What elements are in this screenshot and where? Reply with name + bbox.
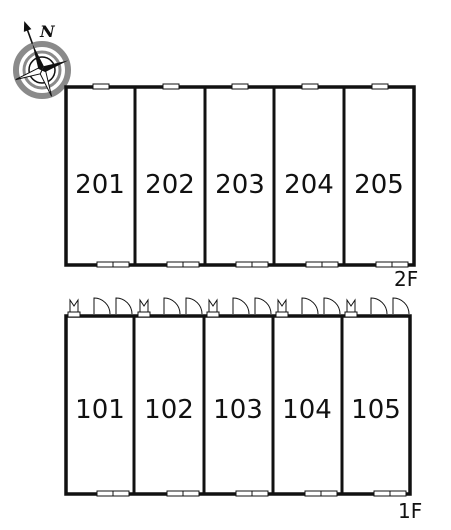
door-frames	[67, 311, 358, 318]
unit-label: 104	[282, 395, 332, 425]
unit-label: 101	[75, 395, 125, 425]
unit-label: 205	[354, 170, 404, 200]
compass-icon: N	[13, 21, 71, 99]
floor-label-2f: 2F	[394, 267, 418, 291]
unit-label: 103	[213, 395, 263, 425]
unit-label: 203	[215, 170, 265, 200]
unit-label: 105	[351, 395, 401, 425]
unit-label: 102	[144, 395, 194, 425]
door-marks	[69, 297, 410, 315]
window-marks-top	[92, 83, 389, 90]
window-marks-bottom	[96, 261, 409, 268]
floor-label-1f: 1F	[398, 499, 422, 523]
unit-label: 202	[145, 170, 195, 200]
floor-2f-block: 201 202 203 204 205 2F	[64, 83, 418, 291]
north-label: N	[39, 22, 56, 41]
floor-1f-block: 101 102 103 104 105 1F	[64, 297, 422, 523]
unit-label: 204	[284, 170, 334, 200]
window-marks-bottom-1f	[96, 490, 407, 497]
unit-label: 201	[75, 170, 125, 200]
